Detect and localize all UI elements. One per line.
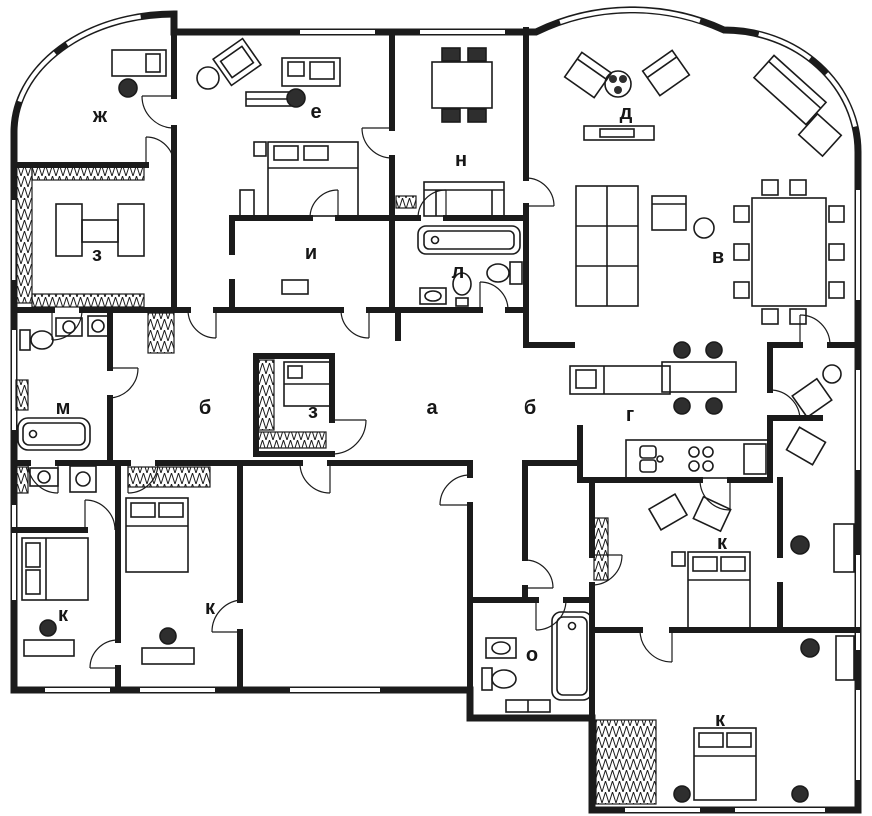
sauna-hatch-left xyxy=(15,166,33,304)
chair-right-upper xyxy=(791,377,833,419)
vanity-o xyxy=(505,699,551,713)
room-label-v: в xyxy=(711,246,725,268)
bed-k-sw1 xyxy=(21,537,89,601)
room-label-k-se: к xyxy=(714,709,726,731)
sofa-n xyxy=(423,181,505,217)
sink-l xyxy=(419,287,447,305)
bed-k-se xyxy=(693,727,757,801)
room-label-d: д xyxy=(619,102,633,124)
bed-z2 xyxy=(283,361,331,407)
toilet-o xyxy=(481,667,517,691)
hatched-storage xyxy=(15,166,657,805)
dining-table-v xyxy=(733,179,845,325)
toilet-l xyxy=(486,261,523,285)
radiator-bath-sw xyxy=(15,466,29,494)
kitchen-counter-top xyxy=(569,365,671,395)
armchair-k-east-2 xyxy=(692,495,732,533)
shower-bath-sw xyxy=(69,465,97,493)
room-label-i: и xyxy=(304,242,318,264)
bar-stools xyxy=(673,341,723,415)
armchair-k-east-1 xyxy=(647,493,689,531)
side-table-v xyxy=(693,217,715,239)
desk-k-sw2 xyxy=(141,627,195,665)
wardrobe-z2-low xyxy=(257,431,327,449)
washer-m xyxy=(87,315,109,337)
room-label-b-left: б xyxy=(198,397,212,419)
bathtub-o xyxy=(551,611,593,701)
desk-k-east xyxy=(790,523,855,573)
room-label-b-right: б xyxy=(523,397,537,419)
room-label-k-sw1: к xyxy=(57,604,69,626)
round-table-nook xyxy=(196,66,220,90)
armchair-v xyxy=(651,195,687,231)
room-label-k-east: к xyxy=(716,532,728,554)
sofa-corner xyxy=(752,54,828,126)
sink-o xyxy=(485,637,517,659)
interior-walls xyxy=(11,27,861,721)
stools-k-se xyxy=(673,785,809,803)
dresser-e xyxy=(239,189,255,217)
armchair-d-left xyxy=(563,51,613,99)
tv-console-d xyxy=(583,125,655,141)
room-label-e: е xyxy=(310,101,322,123)
desk-e xyxy=(281,57,341,108)
desk-k-sw1 xyxy=(23,619,75,657)
bed-k-sw2 xyxy=(125,497,189,573)
armchair-nook xyxy=(211,37,263,87)
room-label-m: м xyxy=(55,397,71,419)
room-label-z-mid: з xyxy=(308,401,318,423)
chair-right-lower xyxy=(785,426,827,466)
furniture xyxy=(17,37,855,803)
toilet-m xyxy=(19,329,54,351)
room-label-n: н xyxy=(454,149,468,171)
sauna-hatch-bottom xyxy=(31,293,145,308)
sauna-hatch-top xyxy=(31,166,145,181)
bar-counter xyxy=(661,361,737,393)
room-label-a: а xyxy=(426,397,438,419)
bathtub-l xyxy=(417,225,521,255)
dresser-i xyxy=(281,279,309,295)
windows xyxy=(12,8,860,812)
sink-bath-sw xyxy=(29,467,59,487)
armchair-corner xyxy=(797,112,843,158)
wardrobe-z2 xyxy=(257,359,275,431)
room-label-g: г xyxy=(625,404,635,426)
sink-m xyxy=(55,317,83,337)
room-label-zh: ж xyxy=(92,105,108,127)
kitchen-counter-appliances xyxy=(625,439,771,479)
room-label-k-sw2: к xyxy=(204,597,216,619)
wardrobe-k-sw2 xyxy=(127,466,211,488)
radiator-m xyxy=(15,379,29,411)
table-right-strip xyxy=(822,364,842,384)
room-label-z-top: з xyxy=(92,244,102,266)
desk-zh xyxy=(111,49,167,98)
sectional-sofa-v xyxy=(575,185,639,307)
wardrobe-k-east xyxy=(593,517,609,581)
dining-table-n xyxy=(431,47,493,123)
armchair-d-right xyxy=(641,49,691,97)
bathtub-m xyxy=(17,417,91,451)
room-label-o: о xyxy=(525,644,539,666)
massage-table xyxy=(55,203,145,257)
closet-hall xyxy=(147,312,175,354)
wardrobe-k-se xyxy=(595,719,657,805)
coffee-table-d xyxy=(604,70,632,98)
bidet-l xyxy=(452,272,472,307)
room-label-l: л xyxy=(451,261,465,283)
bed-k-east xyxy=(671,551,751,629)
radiator-n xyxy=(395,195,417,209)
desk-k-se xyxy=(800,635,855,681)
bed-e xyxy=(253,141,359,217)
